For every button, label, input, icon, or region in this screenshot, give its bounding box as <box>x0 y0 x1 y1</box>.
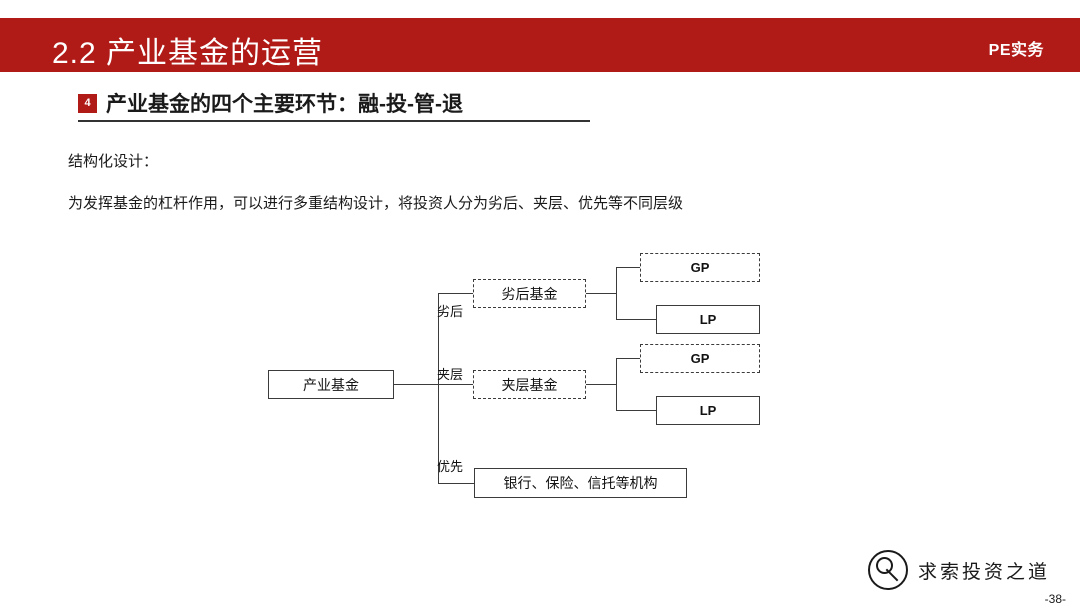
node-root-label: 产业基金 <box>303 376 359 393</box>
edge-branch-2 <box>438 384 473 385</box>
node-lp-2: LP <box>656 396 760 425</box>
edge-fund-1-out <box>586 293 616 294</box>
page-number: -38- <box>1044 592 1066 606</box>
node-lp-1-label: LP <box>699 312 717 327</box>
node-gp-2: GP <box>640 344 760 373</box>
node-root: 产业基金 <box>268 370 394 399</box>
section-heading: 4 产业基金的四个主要环节：融-投-管-退 <box>78 88 463 118</box>
page-title: 2.2 产业基金的运营 <box>52 37 324 70</box>
edge-trunk <box>438 293 439 483</box>
edge-fund-1-split <box>616 267 617 319</box>
edge-fund-2-out <box>586 384 616 385</box>
node-lp-2-label: LP <box>699 403 717 418</box>
brand-label: PE实务 <box>988 42 1044 59</box>
edge-root-to-trunk <box>394 384 438 385</box>
branch-label-1: 劣后 <box>437 304 464 319</box>
header-bar <box>0 18 1080 70</box>
edge-fund-1-gp <box>616 267 640 268</box>
structure-design-label: 结构化设计： <box>68 153 159 170</box>
footer-logo: 求索投资之道 <box>867 550 1050 590</box>
footer-brand-text: 求索投资之道 <box>917 561 1050 583</box>
edge-branch-3 <box>438 483 474 484</box>
node-fund-2: 夹层基金 <box>473 370 586 399</box>
edge-fund-1-lp <box>616 319 656 320</box>
node-fund-2-label: 夹层基金 <box>501 376 558 393</box>
section-badge: 4 <box>78 93 97 113</box>
section-underline <box>78 120 590 122</box>
edge-branch-1 <box>438 293 473 294</box>
edge-fund-2-split <box>616 358 617 410</box>
node-fund-3: 银行、保险、信托等机构 <box>474 468 687 498</box>
edge-fund-2-gp <box>616 358 640 359</box>
header-rule <box>0 70 1080 72</box>
node-fund-1: 劣后基金 <box>473 279 586 308</box>
node-gp-2-label: GP <box>690 351 710 366</box>
node-fund-3-label: 银行、保险、信托等机构 <box>503 475 658 491</box>
node-gp-1-label: GP <box>690 260 710 275</box>
node-gp-1: GP <box>640 253 760 282</box>
branch-label-2: 夹层 <box>437 367 464 382</box>
branch-label-3: 优先 <box>437 459 464 474</box>
node-lp-1: LP <box>656 305 760 334</box>
section-title: 产业基金的四个主要环节：融-投-管-退 <box>106 93 463 116</box>
edge-fund-2-lp <box>616 410 656 411</box>
node-fund-1-label: 劣后基金 <box>501 285 558 302</box>
search-icon <box>867 550 908 590</box>
body-paragraph: 为发挥基金的杠杆作用，可以进行多重结构设计，将投资人分为劣后、夹层、优先等不同层… <box>68 195 684 212</box>
